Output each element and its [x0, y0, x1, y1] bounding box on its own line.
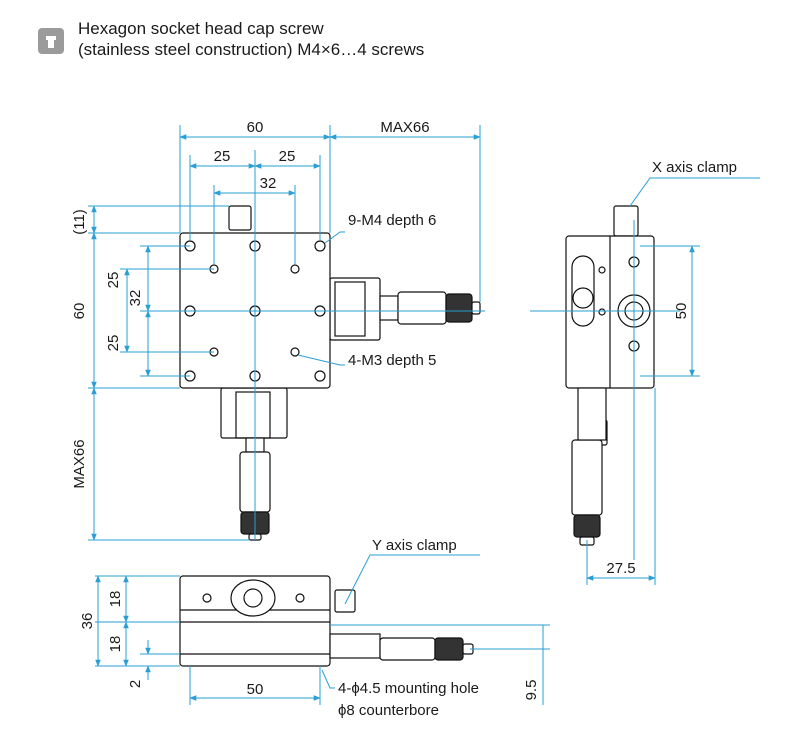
dim-left-11: (11) [71, 209, 88, 235]
dim-left-25b: 25 [105, 335, 122, 352]
dim-bottom-2: 2 [127, 680, 144, 688]
mounting-hole-label: 4-ϕ4.5 mounting hole [338, 680, 479, 697]
top-view-dimensions [88, 125, 485, 541]
front-view-dimensions [95, 554, 550, 705]
x-axis-clamp-label: X axis clamp [652, 159, 737, 176]
dim-top-max66: MAX66 [380, 119, 429, 136]
side-view [565, 205, 655, 546]
y-axis-clamp-label: Y axis clamp [372, 537, 457, 554]
dim-top-60: 60 [247, 119, 264, 136]
side-view-dimensions [530, 177, 760, 585]
counterbore-label: ϕ8 counterbore [338, 702, 439, 719]
legend: Hexagon socket head cap screw (stainless… [38, 18, 424, 60]
dim-left-60: 60 [71, 303, 88, 320]
dim-top-32: 32 [260, 175, 277, 192]
dim-bottom-18b: 18 [107, 636, 124, 653]
top-view [179, 205, 481, 541]
dim-top-25b: 25 [279, 148, 296, 165]
screw-icon [38, 28, 64, 54]
legend-line-2: (stainless steel construction) M4×6…4 sc… [78, 40, 425, 59]
dim-bottom-50: 50 [247, 681, 264, 698]
dim-right-275: 27.5 [606, 560, 635, 577]
dim-top-25a: 25 [214, 148, 231, 165]
dim-right-50: 50 [673, 303, 690, 320]
dim-left-25a: 25 [105, 272, 122, 289]
dim-left-32: 32 [127, 290, 144, 307]
dim-left-max66: MAX66 [71, 439, 88, 488]
callout-m4: 9-M4 depth 6 [348, 212, 436, 229]
legend-line-1: Hexagon socket head cap screw [78, 19, 324, 38]
dim-bottom-18a: 18 [107, 591, 124, 608]
front-view [179, 575, 474, 667]
callout-m3: 4-M3 depth 5 [348, 352, 436, 369]
legend-text: Hexagon socket head cap screw (stainless… [78, 18, 424, 60]
dim-bottom-36: 36 [79, 613, 96, 630]
dim-bottom-95: 9.5 [523, 680, 540, 701]
